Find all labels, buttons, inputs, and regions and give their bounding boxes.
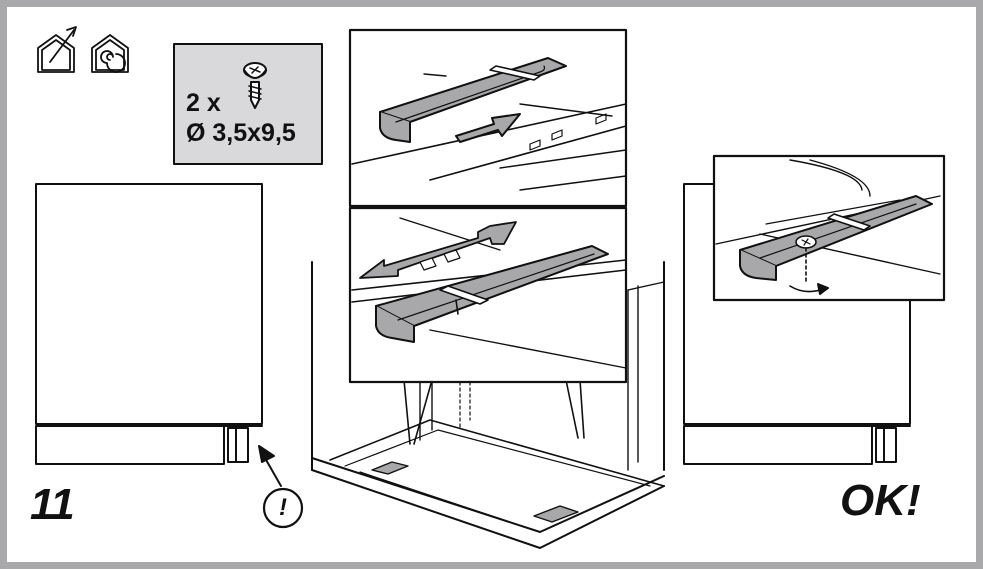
warning-mark: ! — [279, 494, 287, 521]
screw-label: 2 x Ø 3,5x9,5 — [186, 89, 296, 147]
warning-icon — [262, 487, 304, 529]
result-ok-text: OK! — [840, 476, 921, 525]
bracket-adjust-detail — [351, 217, 627, 369]
bracket-screw-fix-detail — [715, 159, 941, 295]
left-cabinet — [35, 183, 263, 465]
house-with-arrow-icon — [37, 26, 77, 73]
screw-icon — [243, 62, 267, 109]
bracket-slide-in-detail — [351, 57, 627, 191]
step-number: 11 — [30, 480, 75, 529]
warning-arrow — [258, 445, 282, 487]
house-with-spiral-icon — [91, 34, 129, 73]
screw-quantity: 2 x — [186, 89, 221, 117]
hood-body — [311, 261, 665, 549]
screw-size: Ø 3,5x9,5 — [186, 119, 296, 147]
